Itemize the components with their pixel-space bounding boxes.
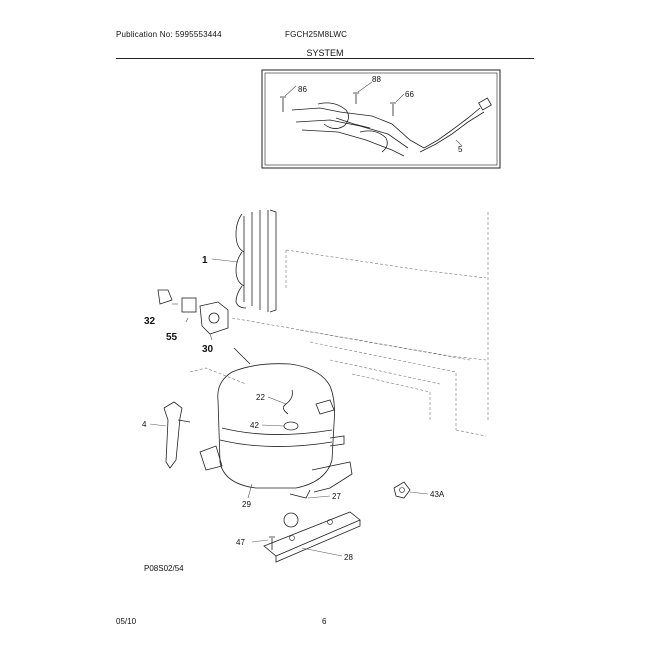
callout-4: 4 (142, 420, 147, 429)
callout-47: 47 (236, 538, 245, 547)
condenser-coil (235, 209, 277, 313)
inset-panel (261, 69, 501, 169)
model-number: FGCH25M8LWC (285, 30, 348, 39)
section-title: SYSTEM (306, 48, 344, 58)
diagram-code: P08S02/54 (144, 564, 184, 573)
callout-55: 55 (166, 332, 178, 343)
callout-42: 42 (250, 421, 259, 430)
callout-5: 5 (458, 145, 463, 154)
mounting-bracket (263, 511, 361, 563)
footer-date: 05/10 (116, 617, 137, 626)
callout-28: 28 (344, 553, 353, 562)
leader-lines (149, 258, 429, 557)
callout-1: 1 (202, 255, 208, 266)
callout-32: 32 (144, 316, 156, 327)
cabinet-outline (189, 212, 489, 437)
callout-88: 88 (372, 75, 381, 84)
page-number: 6 (322, 617, 327, 626)
callout-22: 22 (256, 393, 265, 402)
callout-29: 29 (242, 500, 251, 509)
relay-assembly (157, 289, 229, 335)
header-divider (116, 58, 534, 59)
compressor (199, 347, 353, 499)
callout-86: 86 (298, 85, 307, 94)
callout-30: 30 (202, 344, 214, 355)
callout-43a: 43A (430, 490, 445, 499)
callout-27: 27 (332, 492, 341, 501)
suction-tube (163, 401, 191, 469)
publication-number: Publication No: 5995553444 (116, 30, 222, 39)
callout-66: 66 (405, 90, 414, 99)
clip-part (393, 481, 411, 499)
